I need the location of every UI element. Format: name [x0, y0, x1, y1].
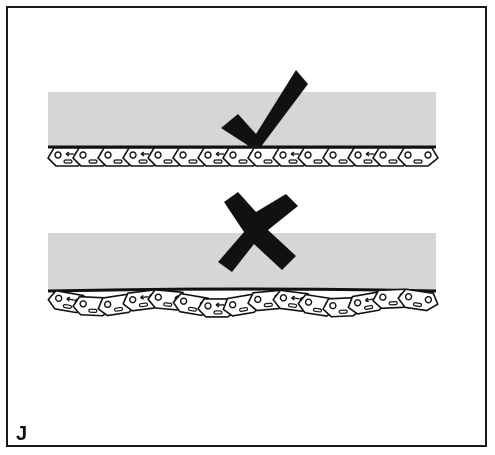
cross-mark-icon: [218, 192, 298, 272]
check-mark-icon: [221, 70, 308, 148]
saw-chain-correct: [47, 147, 439, 167]
panel-incorrect: [46, 192, 441, 319]
figure-label: J: [16, 423, 28, 445]
chain-link: [397, 147, 439, 167]
panel-correct: [47, 70, 439, 167]
saw-chain-incorrect: [46, 287, 441, 319]
